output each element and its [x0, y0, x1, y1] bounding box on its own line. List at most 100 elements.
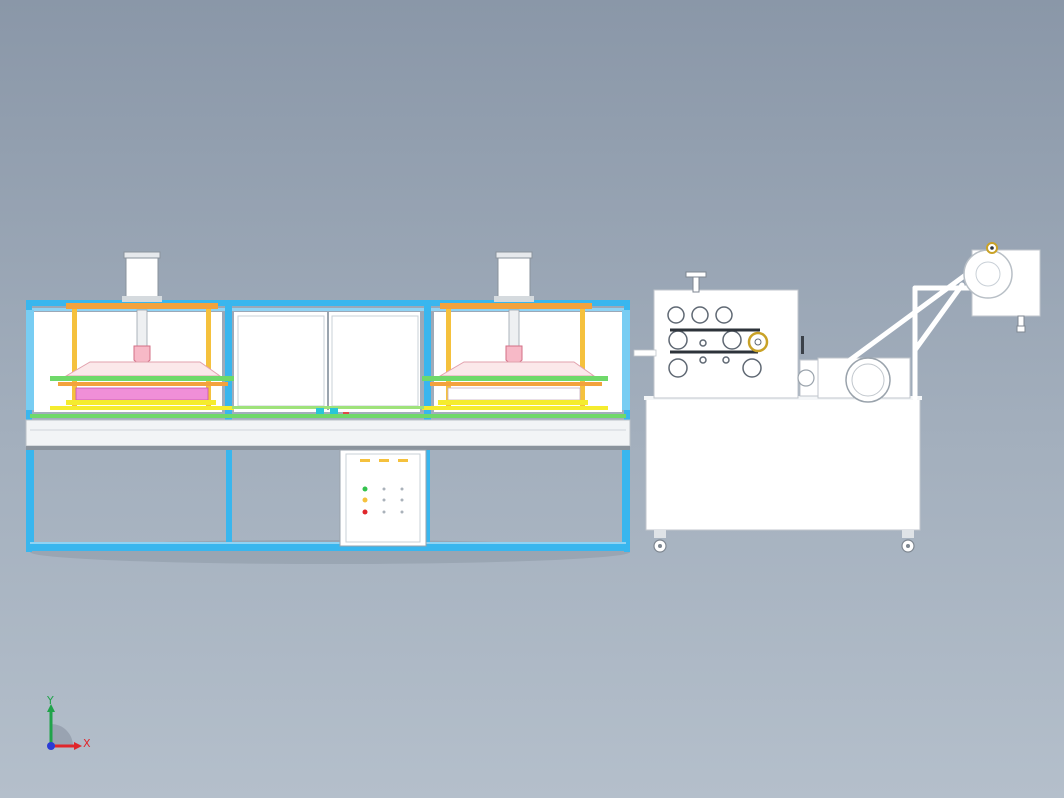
guide-post-right-b: [580, 309, 585, 409]
platen-orange-right: [430, 382, 602, 386]
guide-post-left-b: [206, 309, 211, 409]
input-tray: [633, 349, 657, 357]
small-idler-a: [699, 339, 707, 347]
triad-graphic: [47, 704, 82, 750]
piston-head-left: [133, 345, 151, 365]
roller-mid-left: [668, 330, 688, 350]
switch-2[interactable]: [382, 498, 386, 502]
drive-wheel-hub: [754, 338, 762, 346]
mold-base-left: [66, 400, 216, 405]
slide-rail: [232, 406, 424, 409]
piston-head-right: [505, 345, 523, 365]
x-arrow-head: [74, 742, 82, 750]
small-motor-wheel: [797, 369, 815, 387]
piston-rod-right: [508, 309, 520, 347]
lower-midright-post: [424, 450, 430, 546]
top-plate-left: [66, 303, 218, 309]
display-slot-3: [398, 459, 408, 462]
x-axis-label: X: [83, 737, 91, 750]
cylinder-flange-right: [494, 296, 534, 302]
control-cabinet[interactable]: [339, 449, 427, 547]
press-station-left[interactable]: [50, 251, 234, 410]
feeder-machine[interactable]: [633, 242, 1041, 553]
reel-sensor-core: [990, 246, 994, 250]
roller-top-right: [715, 306, 733, 324]
red-button[interactable]: [362, 509, 368, 515]
table-skirt: [26, 446, 630, 450]
switch-5[interactable]: [400, 498, 404, 502]
top-frame-rail-inner: [30, 308, 626, 311]
right-side-guard: [622, 310, 630, 410]
cylinder-body-left: [125, 253, 159, 299]
display-slot-2: [379, 459, 389, 462]
reel-drop-tip: [1016, 325, 1026, 333]
guide-post-left-a: [72, 309, 77, 409]
green-bed-strip: [30, 414, 626, 418]
roller-low-right: [742, 358, 762, 378]
feeder-base-cabinet: [645, 397, 921, 531]
roller-top-mid: [691, 306, 709, 324]
caster-left: [653, 530, 667, 553]
coordinate-triad: Y X: [36, 694, 106, 756]
display-slot-1: [360, 459, 370, 462]
yellow-button[interactable]: [362, 497, 368, 503]
piston-rod-left: [136, 309, 148, 347]
mold-right: [447, 387, 581, 401]
hood-left: [64, 361, 222, 377]
platen-orange-left: [58, 382, 228, 386]
adjuster-post: [692, 275, 700, 293]
lower-left-post: [28, 450, 34, 550]
roller-top-left: [667, 306, 685, 324]
platen-green-right: [422, 376, 608, 381]
top-plate-right: [440, 303, 592, 309]
reel-disc: [963, 249, 1013, 299]
middle-post-right: [424, 300, 431, 420]
left-side-guard: [26, 310, 34, 410]
cylinder-body-right: [497, 253, 531, 299]
lower-bar-right: [422, 406, 608, 410]
small-cyan-block-a: [316, 408, 324, 418]
adjuster-handle[interactable]: [685, 271, 707, 278]
roller-group: [667, 306, 762, 378]
switch-4[interactable]: [400, 487, 404, 491]
cabinet-door: [345, 453, 421, 543]
triad-arc: [51, 724, 73, 746]
mold-base-right: [438, 400, 588, 405]
indicator-stick: [801, 336, 804, 354]
switch-6[interactable]: [400, 510, 404, 514]
cylinder-cap-left: [123, 251, 161, 259]
platen-green-left: [50, 376, 234, 381]
origin-dot: [47, 742, 55, 750]
bottom-frame-rail-light: [30, 542, 626, 544]
reel-drop-rod: [1017, 315, 1025, 327]
press-station-right[interactable]: [422, 251, 608, 410]
cylinder-cap-right: [495, 251, 533, 259]
y-arrow-head: [47, 704, 55, 712]
lower-bar-left: [50, 406, 234, 410]
unwind-reel[interactable]: [963, 242, 1041, 333]
large-pulley-inner: [851, 363, 885, 397]
press-machine[interactable]: [25, 251, 631, 564]
table-top: [25, 419, 631, 447]
guide-post-right-a: [446, 309, 451, 409]
top-frame-rail: [26, 300, 630, 306]
small-idler-c: [722, 356, 730, 364]
switch-1[interactable]: [382, 487, 386, 491]
small-idler-b: [699, 356, 707, 364]
hood-right: [438, 361, 596, 377]
caster-right: [901, 530, 915, 553]
switch-3[interactable]: [382, 510, 386, 514]
green-button[interactable]: [362, 486, 368, 492]
large-pulley: [845, 357, 891, 403]
roller-mid-right: [722, 330, 742, 350]
mold-left: [75, 387, 209, 401]
reel-hub: [975, 261, 1001, 287]
tension-arm-frame: [847, 265, 978, 401]
small-cyan-block-b: [330, 408, 338, 418]
middle-post-left: [225, 300, 232, 420]
lower-right-post: [622, 450, 628, 550]
cylinder-flange-left: [122, 296, 162, 302]
bottom-frame-rail: [26, 544, 630, 551]
